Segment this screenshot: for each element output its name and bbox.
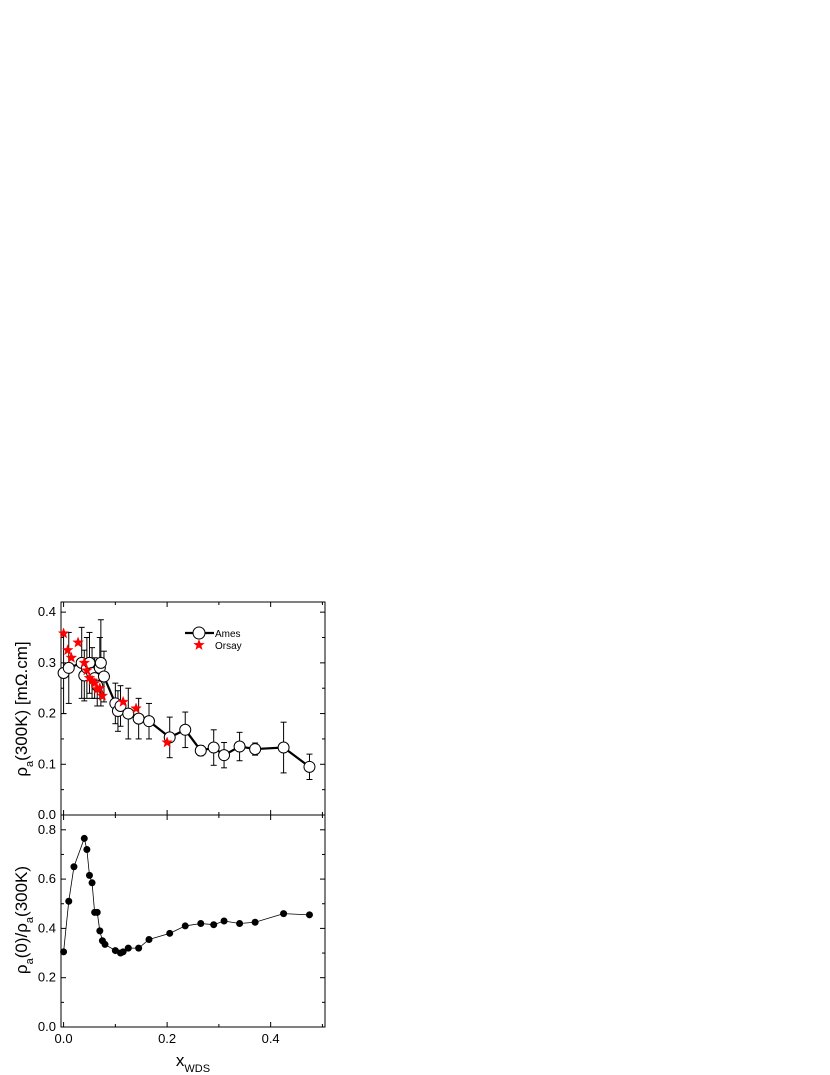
legend-orsay-label: Orsay [215,641,242,652]
bottom-ytick-label: 0.0 [38,1019,56,1034]
bottom-panel-lines [63,837,310,954]
orsay-point [94,682,106,694]
top-y-axis-title: ρa(300K) [mΩ.cm] [12,641,36,776]
bottom-ytick-label: 0.6 [38,871,56,886]
ratio-point [236,919,244,927]
ratio-point [135,944,143,952]
ratio-point [210,921,218,929]
orsay-point [81,664,93,676]
ames-point [122,707,135,720]
bottom-ytick-label: 0.4 [38,920,56,935]
ratio-point [101,940,109,948]
top-ytick-label: 0.4 [38,604,56,619]
ames-point [132,712,145,725]
x-axis-title: xWDS [176,1051,210,1075]
orsay-point [57,627,70,639]
bottom-y-axis-title: ρa(0)/ρa(300K) [12,866,36,974]
legend-star-shape [193,639,205,650]
bottom-panel-ticks: 0.0 0.2 0.4 0.6 0.8 0.0 0.2 0.4 [38,815,325,1046]
ratio-point [166,929,174,937]
top-panel-ticks: 0.0 0.1 0.2 0.3 0.4 [38,602,325,822]
top-panel-error-bars [60,619,313,780]
orsay-point [65,651,78,663]
legend-ames-marker [192,626,206,640]
ratio-point [65,897,73,905]
orsay-point [72,636,84,648]
top-ytick-label: 0.1 [38,756,56,771]
ratio-point [70,863,78,871]
ratio-point [305,911,313,919]
orsay-point [161,736,173,748]
orsay-point [61,644,74,656]
bottom-ytick-label: 0.8 [38,822,56,837]
ratio-point [96,927,104,935]
top-ytick-label: 0.3 [38,655,56,670]
orsay-point [88,677,101,689]
bottom-xtick-label: 0.0 [55,1031,73,1046]
ames-point [97,670,110,683]
ames-point [218,749,231,762]
orsay-point [78,656,91,668]
ratio-point [60,948,68,956]
ratio-point [197,919,205,927]
orsay-point [130,702,142,714]
legend-ames-label: Ames [215,629,241,640]
ames-point [194,744,207,757]
ames-point [179,723,192,736]
ames-point [62,661,75,674]
ratio-point [88,879,96,887]
legend-orsay-marker [193,639,205,650]
ratio-point [83,846,91,854]
ratio-point [280,910,288,918]
top-panel-points [57,656,316,773]
ratio-point [80,834,88,842]
top-ytick-label: 0.0 [38,807,56,822]
ames-point [94,656,107,669]
bottom-ytick-label: 0.2 [38,970,56,985]
bottom-xtick-label: 0.2 [158,1031,176,1046]
legend: Ames Orsay [185,626,242,652]
orsay-point [96,689,109,701]
ames-point [277,741,290,754]
ames-point [143,715,155,728]
orsay-point [117,695,129,707]
ratio-point [220,917,228,925]
ames-point [207,741,220,754]
ratio-point [93,908,101,916]
ratio-point [145,935,153,943]
ratio-point [119,948,127,956]
top-panel-stars [57,627,173,748]
bottom-panel-points [60,834,313,957]
bottom-panel-frame [60,814,326,1028]
ames-point [249,743,262,756]
top-ytick-label: 0.2 [38,706,56,721]
ames-point [303,760,316,773]
ratio-point [124,944,132,952]
ratio-series-line [63,837,310,954]
ratio-point [251,918,259,926]
ratio-point [111,947,119,955]
ratio-point [181,922,189,930]
ames-point [233,740,246,753]
ratio-point [85,871,93,879]
bottom-xtick-label: 0.4 [262,1031,280,1046]
